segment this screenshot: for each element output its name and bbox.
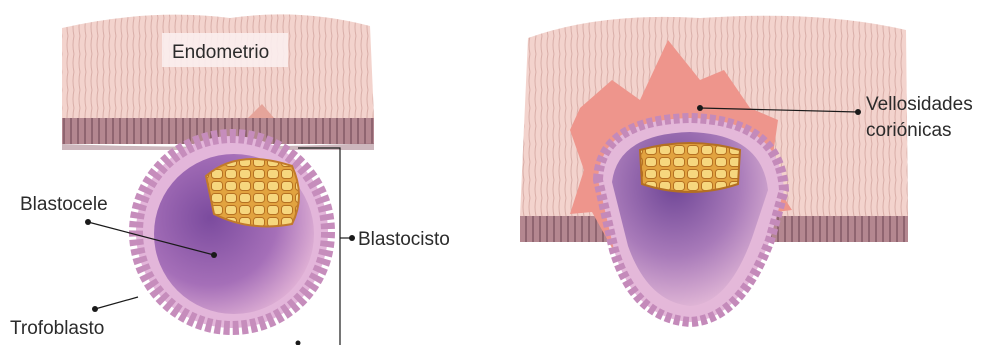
blastocele-dot [85,219,91,225]
trofoblasto-label: Trofoblasto [10,318,104,339]
trofoblasto-dot [92,306,98,312]
blastocisto-label: Blastocisto [358,229,450,250]
vellosidades-target-dot [697,105,703,111]
trofoblasto-leader [95,297,138,309]
bracket-bottom-dot [296,341,301,345]
blastocele-target-dot [211,252,217,258]
right-embryo [598,118,784,322]
endometrio-label: Endometrio [172,42,269,63]
vellosidades-label-line1: Vellosidades [866,94,973,115]
blastocisto-dot [349,235,355,241]
blastocele-label: Blastocele [20,194,108,215]
vellosidades-label-line2: coriónicas [866,120,952,141]
vellosidades-dot [855,109,861,115]
left-blastocyst [136,136,328,328]
